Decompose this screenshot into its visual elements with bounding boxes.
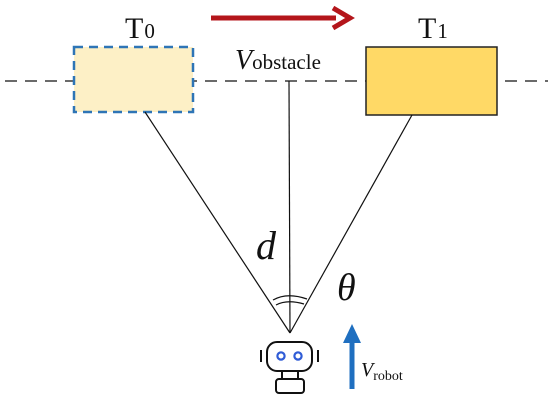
angle-arc-outer bbox=[272, 295, 308, 301]
label-v-robot-sub: robot bbox=[373, 369, 403, 384]
obstacle-t1-box bbox=[365, 46, 498, 116]
label-t0-sub: 0 bbox=[144, 19, 155, 43]
label-angle: θ bbox=[337, 267, 356, 309]
label-v-robot: Vrobot bbox=[361, 359, 403, 384]
label-v-robot-main: V bbox=[361, 359, 374, 381]
label-t1-main: T bbox=[418, 12, 437, 45]
label-distance: d bbox=[256, 223, 276, 268]
label-v-obstacle-main: V bbox=[235, 45, 253, 76]
sight-line-t0 bbox=[144, 111, 291, 334]
label-t1-sub: 1 bbox=[437, 19, 448, 43]
label-t0: T0 bbox=[125, 14, 155, 44]
label-v-obstacle-sub: obstacle bbox=[252, 50, 321, 74]
label-t0-main: T bbox=[125, 12, 144, 45]
label-t1: T1 bbox=[418, 14, 448, 44]
obstacle-t0-box bbox=[72, 45, 195, 114]
label-v-obstacle: Vobstacle bbox=[235, 47, 321, 75]
angle-arc-inner bbox=[275, 301, 305, 306]
arrow-up-icon bbox=[343, 324, 361, 389]
sight-line-t1 bbox=[289, 114, 413, 334]
distance-line bbox=[288, 80, 291, 334]
arrow-right-icon bbox=[211, 5, 355, 31]
robot-icon bbox=[260, 341, 319, 394]
